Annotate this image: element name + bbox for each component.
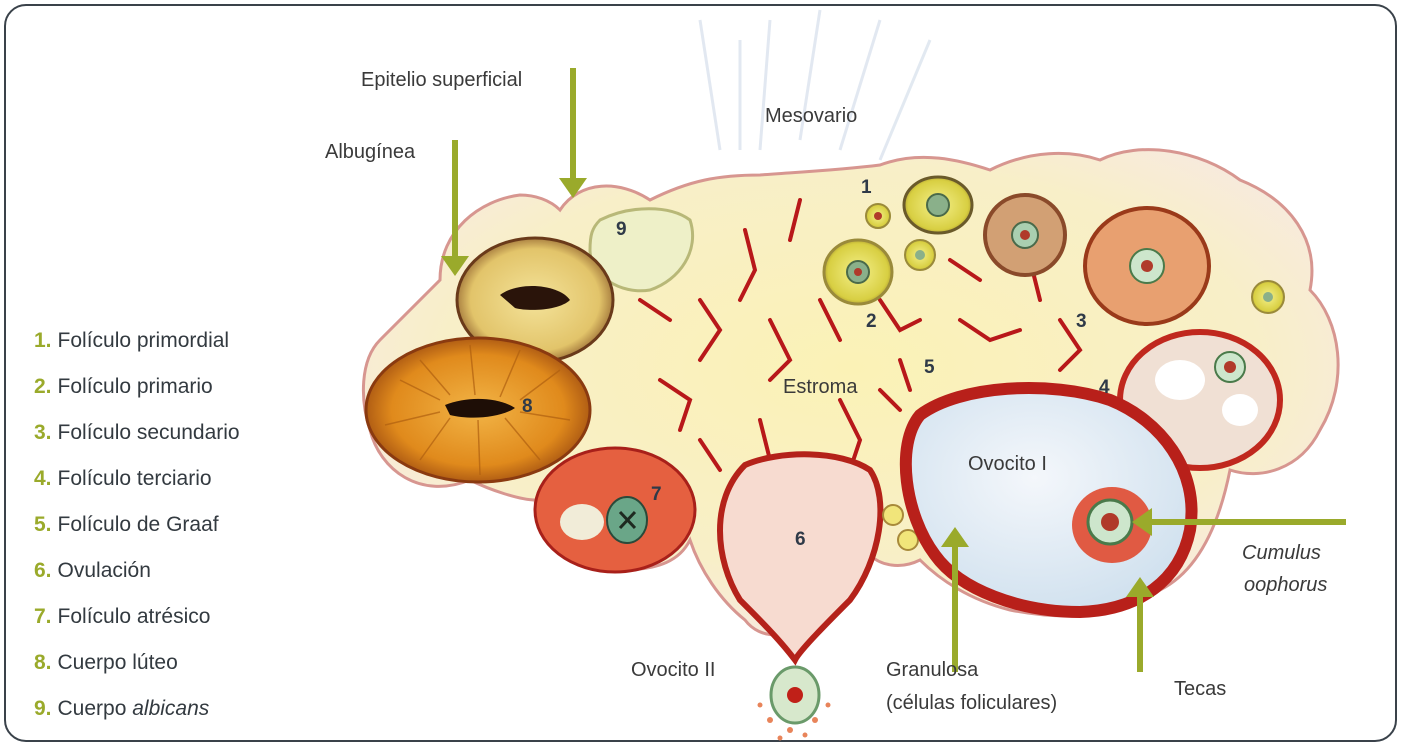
label-albuginea: Albugínea [325, 140, 415, 164]
label-tecas: Tecas [1174, 677, 1226, 701]
legend-number: 9. [34, 697, 52, 720]
legend-item-6: 6. Ovulación [34, 548, 240, 594]
marker-5: 5 [924, 357, 935, 379]
legend-text: Ovulación [58, 559, 151, 582]
label-ovocito-i: Ovocito I [968, 452, 1047, 476]
legend-item-2: 2. Folículo primario [34, 364, 240, 410]
mesovario-rays [700, 10, 930, 160]
label-granulosa-2: (células foliculares) [886, 691, 1057, 715]
label-estroma: Estroma [783, 375, 857, 399]
legend-number: 5. [34, 513, 52, 536]
label-cumulus-2: oophorus [1244, 573, 1327, 597]
legend-text: Folículo primordial [58, 329, 230, 352]
label-cumulus-1: Cumulus [1242, 541, 1321, 565]
legend-item-4: 4. Folículo terciario [34, 456, 240, 502]
legend-text: Folículo atrésico [58, 605, 211, 628]
legend-text: Folículo terciario [58, 467, 212, 490]
legend-item-1: 1. Folículo primordial [34, 318, 240, 364]
label-mesovario: Mesovario [765, 104, 857, 128]
legend-text: Folículo primario [58, 375, 213, 398]
marker-7: 7 [651, 484, 662, 506]
legend: 1. Folículo primordial 2. Folículo primari… [34, 318, 240, 732]
ovulating-follicle [720, 454, 880, 660]
legend-text: Folículo secundario [58, 421, 240, 444]
marker-2: 2 [866, 311, 877, 333]
legend-text-italic: albicans [132, 697, 209, 720]
legend-number: 2. [34, 375, 52, 398]
label-epitelio: Epitelio superficial [361, 68, 522, 92]
legend-text: Cuerpo lúteo [58, 651, 178, 674]
legend-number: 1. [34, 329, 52, 352]
legend-text: Cuerpo [58, 697, 133, 720]
legend-item-8: 8. Cuerpo lúteo [34, 640, 240, 686]
label-ovocito-ii: Ovocito II [631, 658, 715, 682]
legend-item-9: 9. Cuerpo albicans [34, 686, 240, 732]
marker-4: 4 [1099, 377, 1110, 399]
marker-1: 1 [861, 177, 872, 199]
legend-number: 3. [34, 421, 52, 444]
legend-item-5: 5. Folículo de Graaf [34, 502, 240, 548]
legend-item-3: 3. Folículo secundario [34, 410, 240, 456]
marker-3: 3 [1076, 311, 1087, 333]
label-granulosa-1: Granulosa [886, 658, 978, 682]
marker-6: 6 [795, 529, 806, 551]
legend-number: 8. [34, 651, 52, 674]
legend-number: 4. [34, 467, 52, 490]
legend-item-7: 7. Folículo atrésico [34, 594, 240, 640]
legend-number: 6. [34, 559, 52, 582]
legend-text: Folículo de Graaf [58, 513, 219, 536]
marker-9: 9 [616, 219, 627, 241]
legend-number: 7. [34, 605, 52, 628]
marker-8: 8 [522, 396, 533, 418]
